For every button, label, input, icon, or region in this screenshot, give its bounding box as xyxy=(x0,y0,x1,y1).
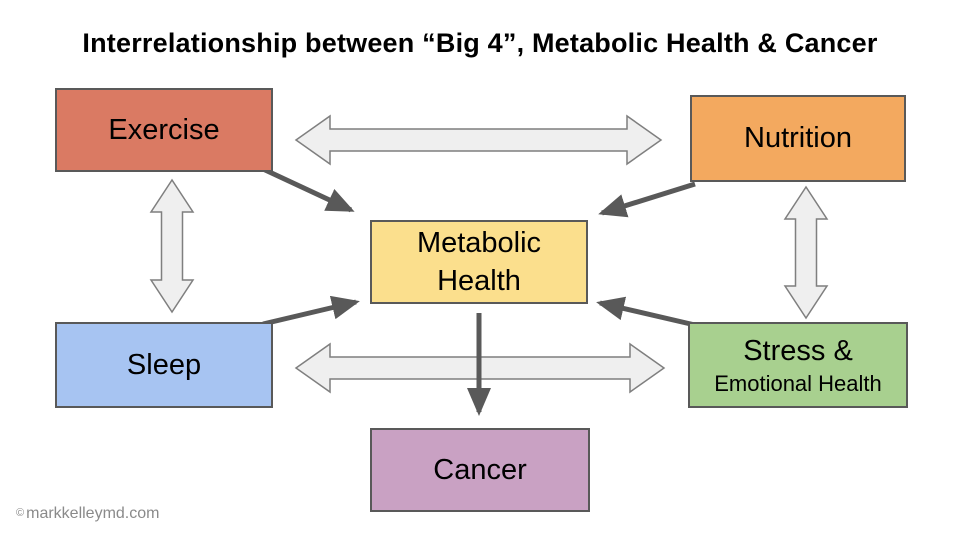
exercise-to-metabolic-arrow xyxy=(261,166,355,213)
exercise-sleep-double-arrow xyxy=(149,178,195,314)
watermark-text: markkelleymd.com xyxy=(26,505,160,522)
node-nutrition: Nutrition xyxy=(690,95,906,182)
sleep-to-metabolic-arrow xyxy=(262,295,360,327)
node-exercise-label: Exercise xyxy=(108,113,220,146)
node-sleep-label: Sleep xyxy=(126,348,202,381)
node-exercise: Exercise xyxy=(55,88,273,172)
node-cancer: Cancer xyxy=(370,428,590,512)
node-metabolic-health-label-line2: Health xyxy=(437,265,521,297)
node-metabolic-health-label-line1: Metabolic xyxy=(416,226,542,259)
stress-to-metabolic-arrow xyxy=(596,296,696,328)
nutrition-to-metabolic-arrow xyxy=(598,181,696,218)
node-stress-label-line1: Stress & xyxy=(743,335,853,368)
node-cancer-label: Cancer xyxy=(433,453,527,486)
node-sleep: Sleep xyxy=(55,322,273,408)
copyright-icon: © xyxy=(16,507,25,519)
diagram-title: Interrelationship between “Big 4”, Metab… xyxy=(82,28,878,58)
node-stress-emotional-health: Stress & Emotional Health xyxy=(688,322,908,408)
nutrition-stress-double-arrow xyxy=(783,185,829,320)
node-nutrition-label: Nutrition xyxy=(744,122,852,155)
exercise-nutrition-double-arrow xyxy=(294,114,663,166)
node-metabolic-health: Metabolic Health xyxy=(370,220,588,304)
node-stress-label-line2: Emotional Health xyxy=(714,371,882,397)
watermark: ©markkelleymd.com xyxy=(16,505,159,523)
